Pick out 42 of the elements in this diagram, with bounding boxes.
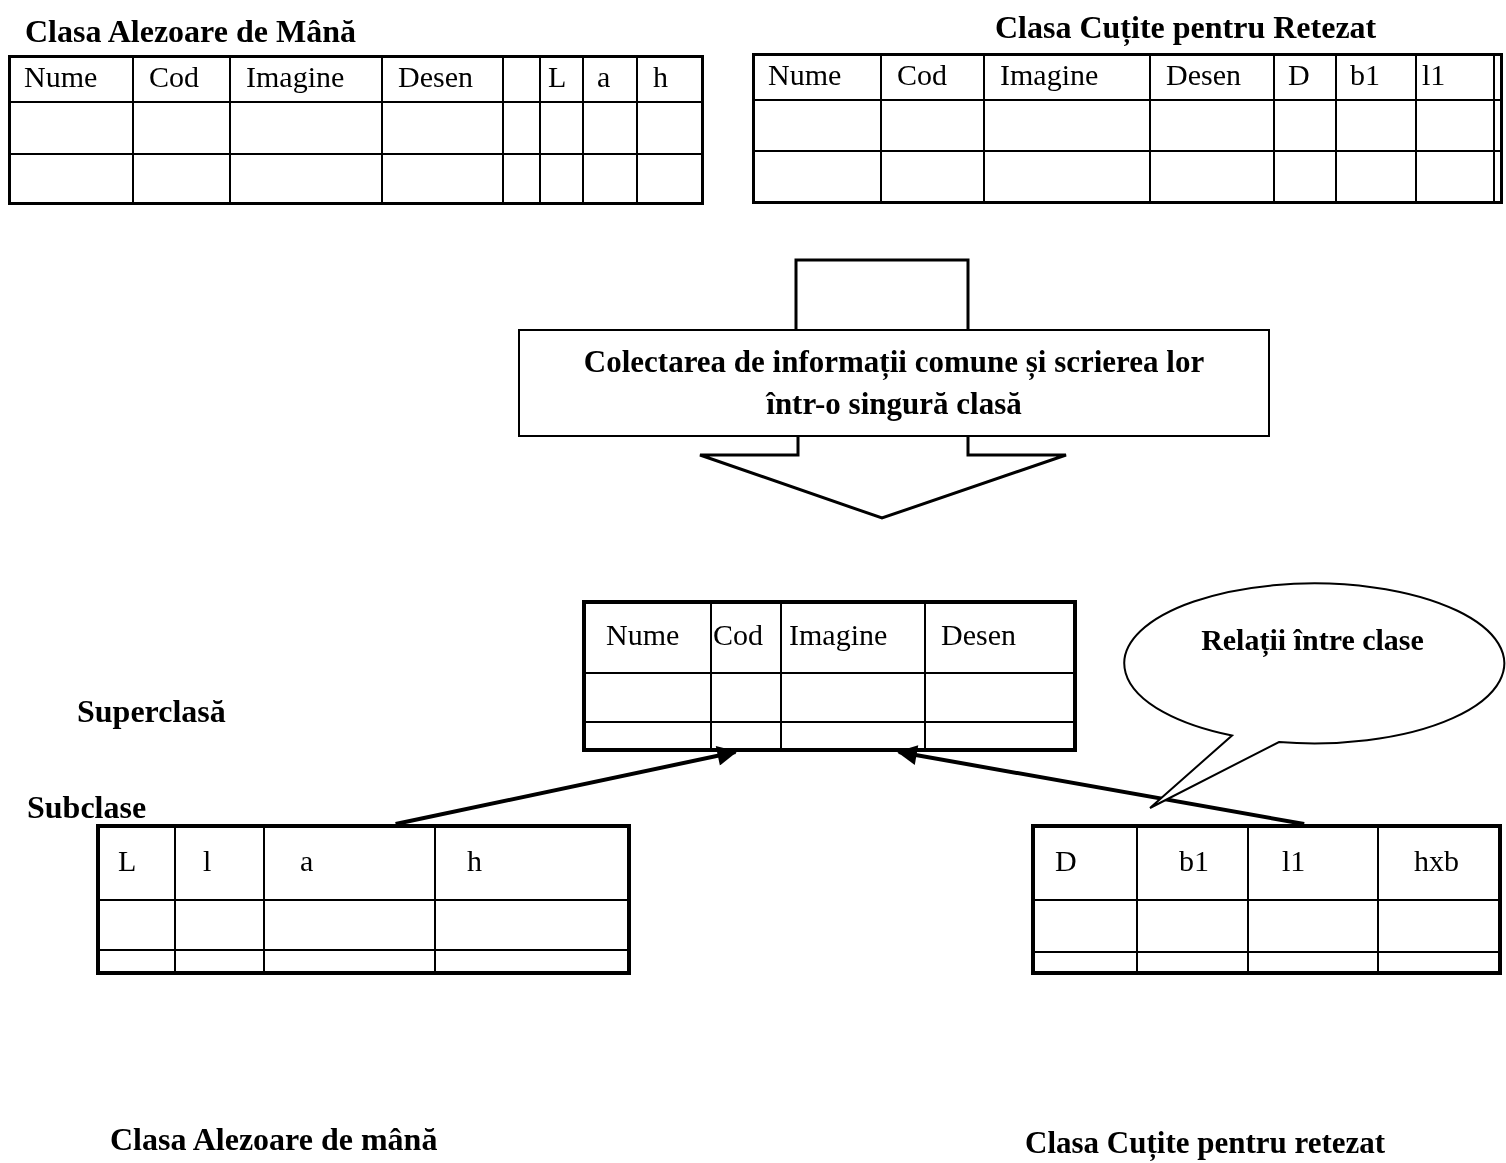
column-header: Cod bbox=[897, 58, 947, 92]
column-header: l1 bbox=[1282, 844, 1306, 878]
column-header: b1 bbox=[1350, 58, 1380, 92]
column-header: h bbox=[653, 60, 668, 94]
label: Clasa Alezoare de mână bbox=[110, 1120, 438, 1158]
column-header: a bbox=[597, 60, 611, 94]
table-title: Clasa Alezoare de Mână bbox=[25, 12, 356, 50]
class-table bbox=[8, 55, 704, 205]
column-header: Imagine bbox=[246, 60, 345, 94]
process-box bbox=[518, 329, 1270, 437]
column-header: L bbox=[118, 844, 137, 878]
column-header: hxb bbox=[1414, 844, 1459, 878]
column-header: l1 bbox=[1422, 58, 1446, 92]
column-header: Desen bbox=[941, 618, 1016, 652]
column-header: a bbox=[300, 844, 314, 878]
arrow bbox=[395, 745, 738, 826]
arrow bbox=[896, 745, 1305, 826]
column-header: D bbox=[1288, 58, 1310, 92]
column-header: h bbox=[467, 844, 482, 878]
class-table bbox=[752, 53, 1503, 204]
column-header: Desen bbox=[1166, 58, 1241, 92]
column-header: Desen bbox=[398, 60, 473, 94]
column-header: l bbox=[203, 844, 212, 878]
bubble-text: Relații între clase bbox=[1200, 623, 1425, 657]
column-header: b1 bbox=[1179, 844, 1209, 878]
column-header: Cod bbox=[149, 60, 199, 94]
column-header: Nume bbox=[768, 58, 842, 92]
column-header: Nume bbox=[24, 60, 98, 94]
column-header: Cod bbox=[713, 618, 763, 652]
column-header: Imagine bbox=[1000, 58, 1099, 92]
column-header: Nume bbox=[606, 618, 680, 652]
label: Subclase bbox=[27, 788, 147, 826]
column-header: Imagine bbox=[789, 618, 888, 652]
column-header: D bbox=[1055, 844, 1077, 878]
class-table bbox=[96, 824, 631, 975]
class-table bbox=[582, 600, 1077, 752]
table-title: Clasa Cuțite pentru Retezat bbox=[995, 8, 1377, 46]
label: Superclasă bbox=[77, 692, 226, 730]
box-text: Colectarea de informații comune și scrierea lor într-o singură clasă bbox=[582, 343, 1206, 423]
column-header: L bbox=[548, 60, 567, 94]
label: Clasa Cuțite pentru retezat bbox=[1025, 1124, 1386, 1162]
class-table bbox=[1031, 824, 1502, 975]
